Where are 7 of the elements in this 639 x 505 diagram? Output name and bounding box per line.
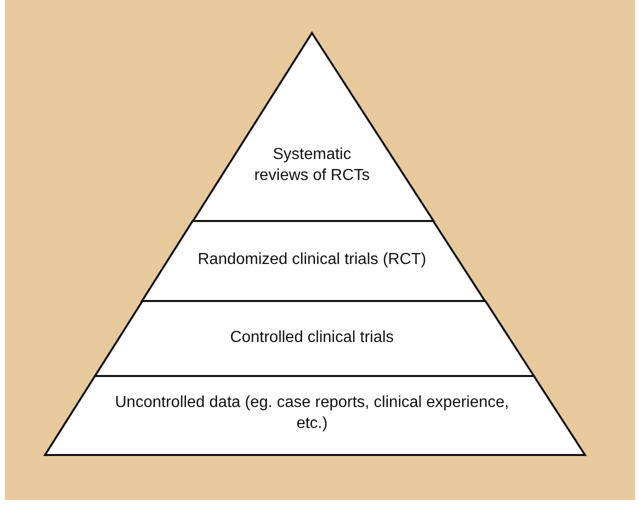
pyramid-tier (45, 376, 585, 455)
tier-label: Systematic reviews of RCTs (253, 145, 371, 186)
tier-label: Controlled clinical trials (229, 328, 395, 348)
pyramid-tier (142, 221, 486, 301)
tier-label: Randomized clinical trials (RCT) (196, 250, 428, 270)
tier-label: Uncontrolled data (eg. case reports, clinical experience, etc.) (114, 393, 510, 434)
pyramid-tier (193, 33, 434, 221)
